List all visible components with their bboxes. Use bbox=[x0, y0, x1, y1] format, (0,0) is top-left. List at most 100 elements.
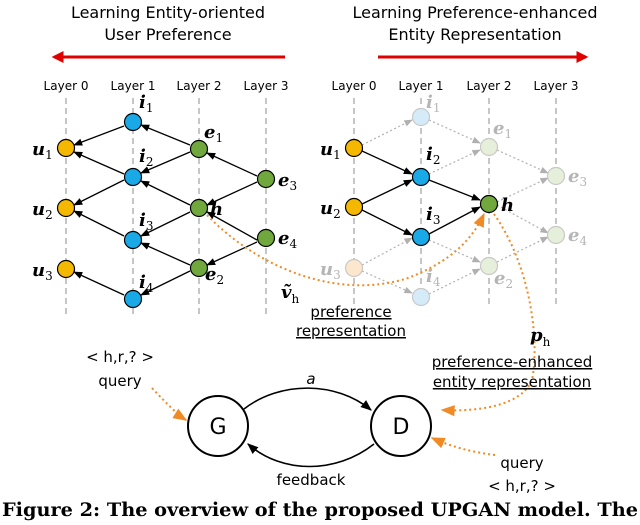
r-label-e2: e2 bbox=[494, 268, 513, 291]
edge-h-i2 bbox=[140, 180, 191, 206]
left-layer-lines bbox=[65, 98, 267, 315]
p-h-symbol: ph bbox=[530, 325, 551, 349]
discriminator-label: D bbox=[393, 415, 410, 440]
edge-a-label: a bbox=[306, 370, 315, 388]
r-label-i4: i4 bbox=[426, 266, 441, 289]
right-panel-title-line1: Learning Preference-enhanced bbox=[353, 3, 598, 22]
r-edge-u2-i2 bbox=[361, 179, 413, 205]
r-label-u2: u2 bbox=[320, 198, 341, 221]
right-solid-edges bbox=[361, 150, 481, 236]
r-label-i2: i2 bbox=[426, 144, 440, 167]
r-label-i3: i3 bbox=[426, 204, 440, 227]
r-node-h bbox=[479, 194, 499, 214]
edge-e1-i1 bbox=[140, 124, 191, 146]
r-label-h: h bbox=[501, 195, 514, 216]
edge-e2-i4 bbox=[140, 270, 191, 296]
r-edge-u3-i4 bbox=[361, 270, 413, 294]
edge-i1-u1 bbox=[73, 125, 125, 146]
right-faded-edges bbox=[361, 119, 549, 295]
edge-i2-u1 bbox=[73, 151, 125, 175]
left-panel-title-line2: User Preference bbox=[104, 25, 231, 44]
r-node-e4 bbox=[546, 225, 566, 245]
left-layer-label-0: Layer 0 bbox=[44, 79, 89, 93]
edge-e4-h bbox=[206, 211, 258, 241]
label-i3: i3 bbox=[139, 210, 153, 233]
right-node-labels: u1 u2 u3 i1 i2 i3 i4 e1 h e2 e3 e4 bbox=[320, 92, 587, 291]
node-e4 bbox=[256, 228, 276, 248]
right-panel-title-line2: Entity Representation bbox=[388, 25, 561, 44]
left-node-labels: u1 u2 u3 i1 i2 i3 i4 e1 h e2 e3 e4 bbox=[32, 92, 297, 295]
query-left-formula: < h,r,? > bbox=[86, 348, 154, 366]
r-node-e2 bbox=[479, 256, 499, 276]
generator-node bbox=[187, 395, 249, 457]
gan-diagram: < h,r,? > query G D a feedback query < h… bbox=[86, 348, 556, 495]
label-i1: i1 bbox=[139, 92, 153, 115]
label-u2: u2 bbox=[32, 199, 53, 222]
r-edge-u1-i1 bbox=[361, 119, 413, 146]
query-left-label: query bbox=[98, 372, 141, 390]
edge-e1-i2 bbox=[140, 151, 191, 174]
label-u3: u3 bbox=[32, 260, 53, 283]
discriminator-node bbox=[370, 395, 432, 457]
r-label-u1: u1 bbox=[320, 139, 341, 162]
r-edge-i3-h bbox=[428, 206, 481, 235]
right-nodes bbox=[344, 107, 566, 307]
left-layer-label-2: Layer 2 bbox=[177, 79, 222, 93]
edge-i4-u3 bbox=[73, 271, 125, 296]
node-e2 bbox=[189, 258, 209, 278]
label-e3: e3 bbox=[278, 170, 297, 193]
preference-transfer-arrow bbox=[206, 212, 485, 287]
right-layer-label-3: Layer 3 bbox=[534, 79, 579, 93]
left-edges bbox=[73, 124, 258, 296]
r-edge-u1-i2 bbox=[361, 150, 413, 175]
query-to-d-arrow bbox=[430, 437, 496, 456]
right-layer-label-0: Layer 0 bbox=[332, 79, 377, 93]
node-e3 bbox=[256, 169, 276, 189]
r-edge-i1-e1 bbox=[428, 119, 481, 144]
r-node-i1 bbox=[411, 107, 431, 127]
g-to-d-arrow bbox=[243, 387, 372, 411]
r-edge-e1-e3 bbox=[496, 149, 549, 174]
node-u1 bbox=[56, 138, 76, 158]
r-edge-u3-i3 bbox=[361, 237, 413, 266]
r-label-e4: e4 bbox=[568, 225, 587, 248]
label-e2: e2 bbox=[205, 264, 224, 287]
label-i4: i4 bbox=[139, 272, 154, 295]
edge-i3-u2 bbox=[73, 210, 125, 237]
label-e4: e4 bbox=[278, 228, 297, 251]
right-layer-label-1: Layer 1 bbox=[399, 79, 444, 93]
r-edge-u2-i3 bbox=[361, 209, 413, 236]
node-i3 bbox=[123, 230, 143, 250]
node-h bbox=[189, 198, 209, 218]
r-edge-i2-h bbox=[428, 179, 481, 201]
preference-representation-line1: preference bbox=[310, 303, 391, 321]
left-nodes bbox=[56, 112, 276, 309]
r-edge-i4-e2 bbox=[428, 268, 481, 295]
right-layer-lines bbox=[353, 98, 557, 308]
label-i2: i2 bbox=[139, 146, 153, 169]
edge-h-i3 bbox=[140, 211, 191, 237]
edge-i2-u2 bbox=[73, 179, 125, 206]
right-panel: Learning Preference-enhanced Entity Repr… bbox=[320, 3, 597, 308]
label-e1: e1 bbox=[204, 122, 223, 145]
r-edge-i2-e1 bbox=[428, 149, 481, 175]
left-layer-label-1: Layer 1 bbox=[111, 79, 156, 93]
preference-enhanced-line2: entity representation bbox=[433, 373, 591, 391]
query-right-formula: < h,r,? > bbox=[488, 477, 556, 495]
left-panel-title-line1: Learning Entity-oriented bbox=[71, 3, 265, 22]
node-u2 bbox=[56, 198, 76, 218]
label-u1: u1 bbox=[32, 139, 53, 162]
r-node-u3 bbox=[344, 258, 364, 278]
r-node-u2 bbox=[344, 197, 364, 217]
preference-representation-line2: representation bbox=[296, 322, 406, 340]
query-to-g-arrow bbox=[151, 387, 188, 421]
edge-e4-e2 bbox=[206, 241, 258, 266]
r-edge-e2-e4 bbox=[496, 236, 549, 263]
v-h-symbol: ṽh bbox=[281, 282, 299, 306]
label-h: h bbox=[210, 199, 223, 220]
r-label-e3: e3 bbox=[568, 166, 587, 189]
r-edge-h-e4 bbox=[496, 204, 549, 234]
feedback-label: feedback bbox=[277, 471, 346, 489]
figure-caption: Figure 2: The overview of the proposed U… bbox=[2, 499, 638, 521]
